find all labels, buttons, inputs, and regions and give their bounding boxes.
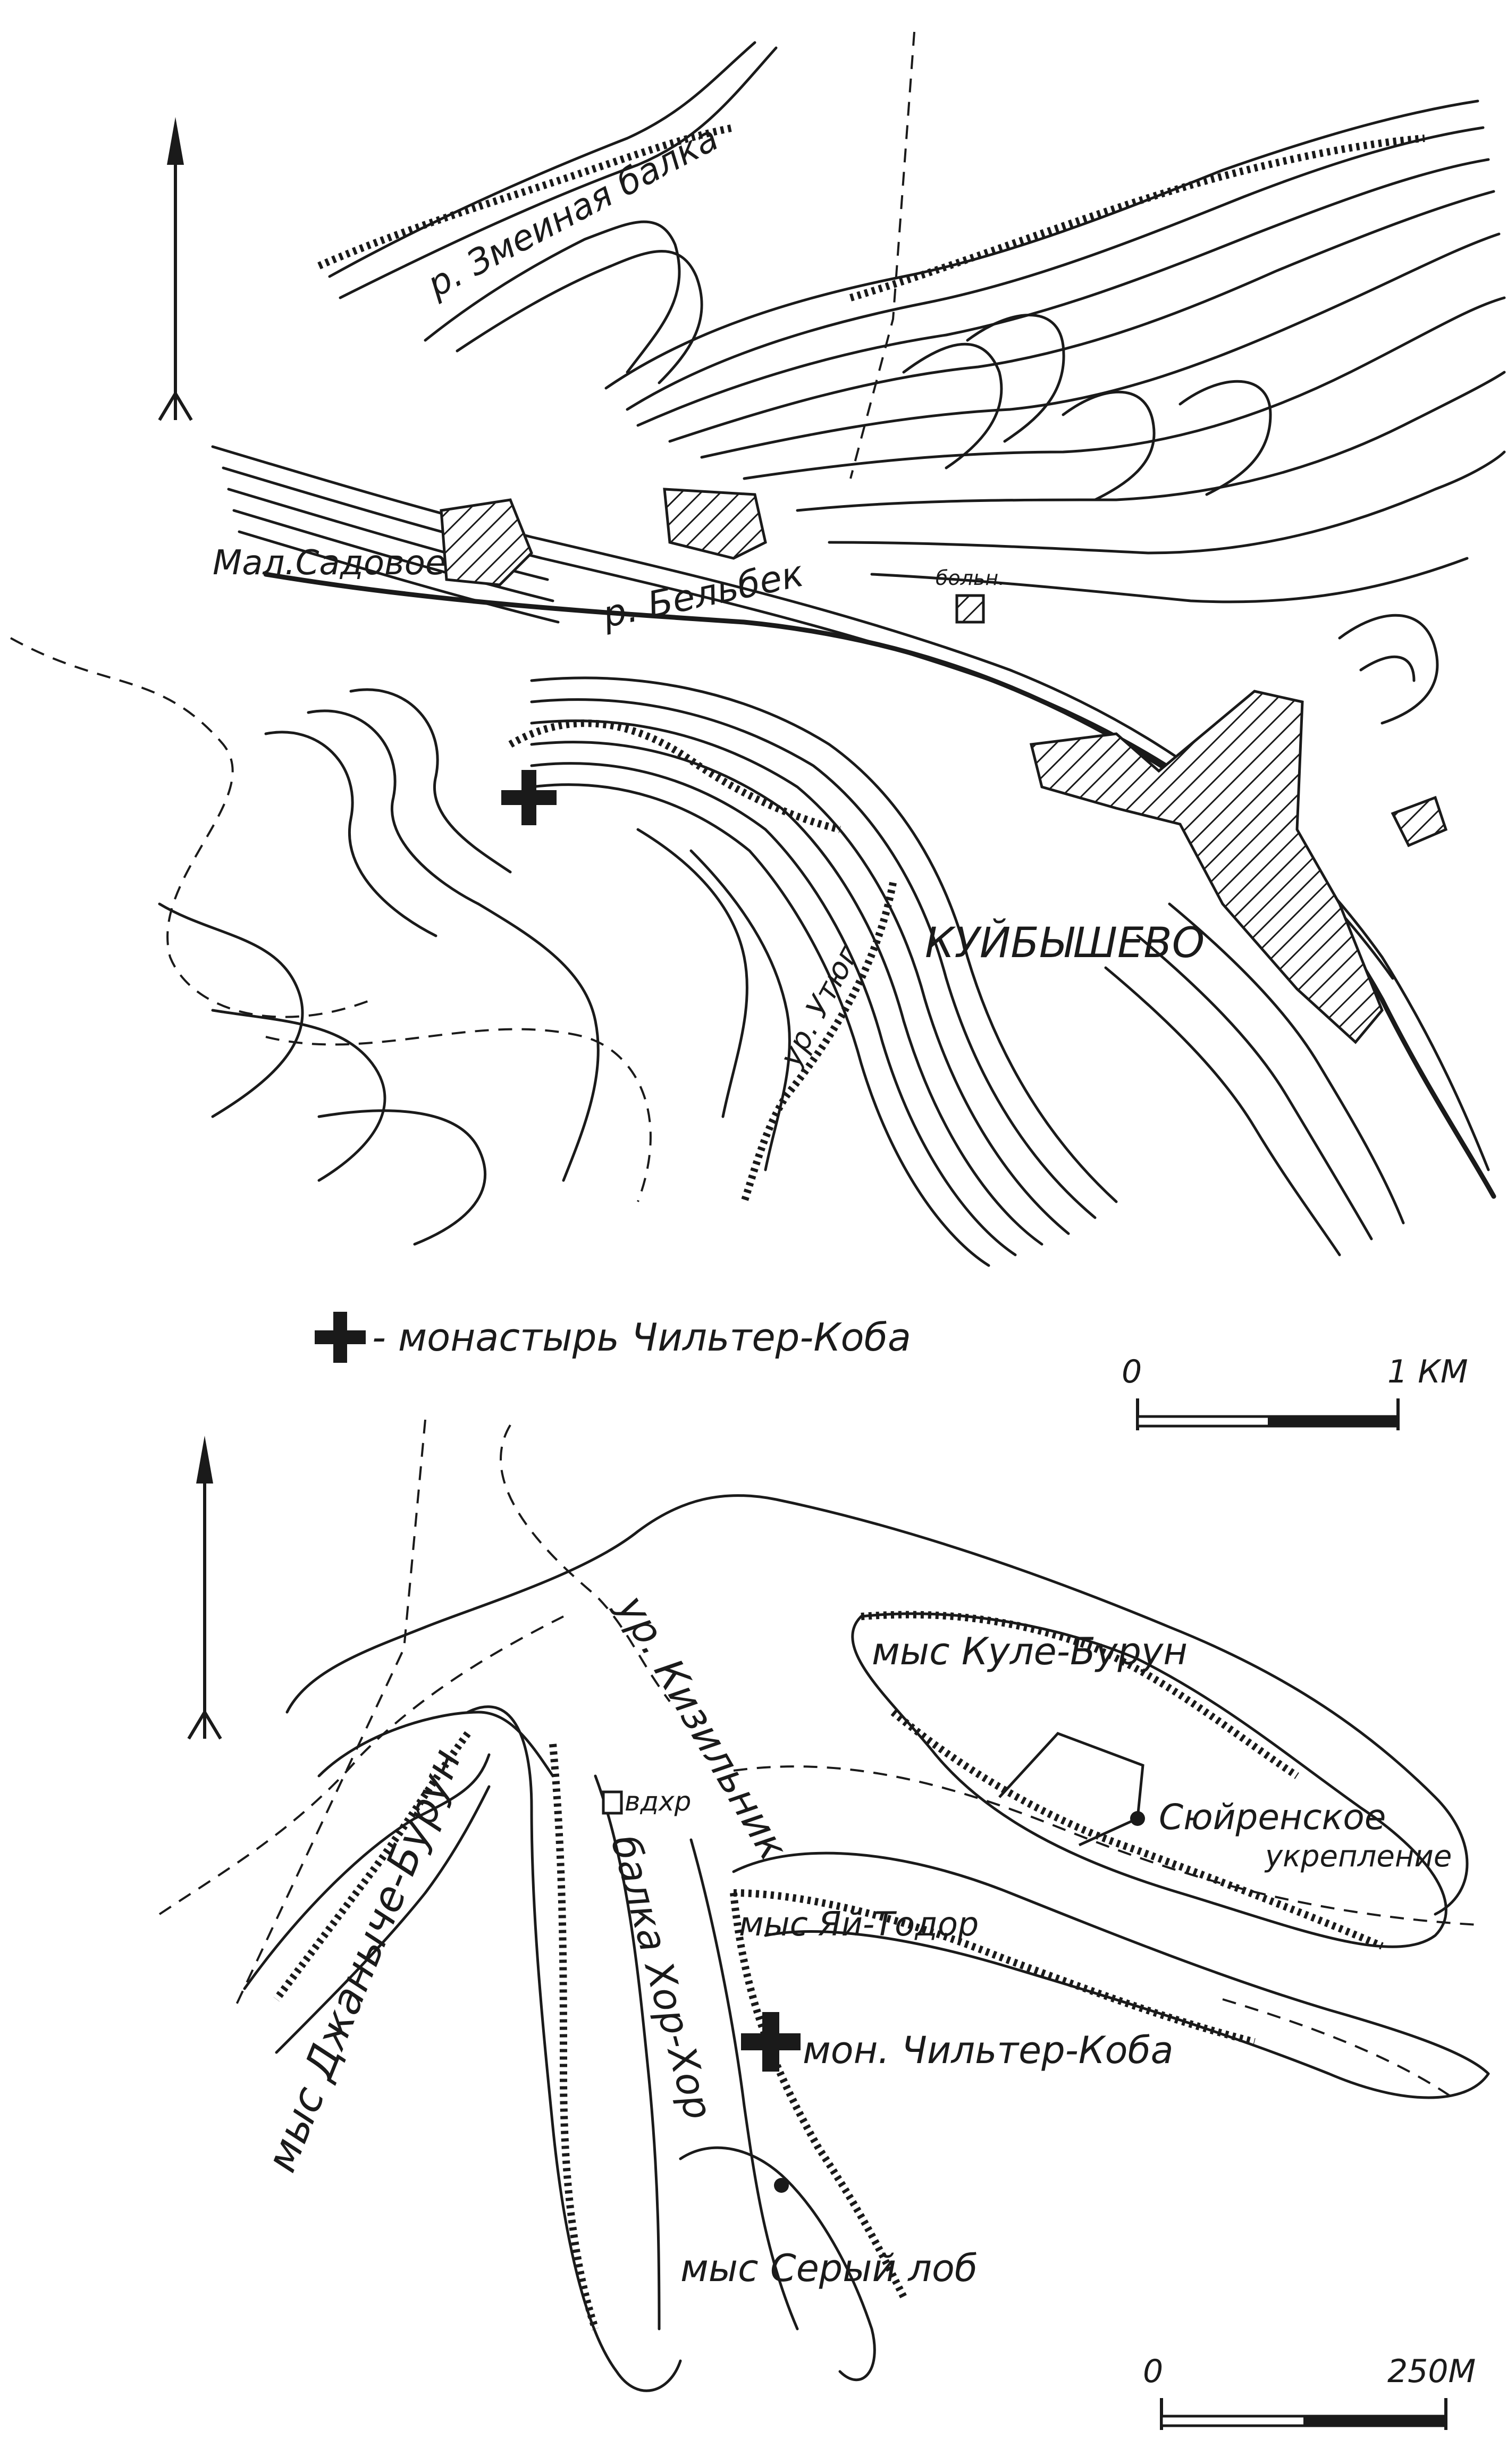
cliff-seryi-lob (730, 1892, 907, 2299)
seryi-lob-point (774, 2178, 789, 2193)
top-contours-north (328, 41, 1506, 604)
monastery-cross-icon (501, 770, 557, 825)
bottom-outer-contour (285, 1494, 1469, 1916)
syuren-fortification (998, 1732, 1145, 1847)
legend-text: - монастырь Чильтер-Коба (372, 1315, 911, 1360)
scale-bottom-zero: 0 (1143, 2353, 1163, 2390)
village-bolnitsa (955, 594, 985, 624)
label-syuren-1: Сюйренское (1159, 1797, 1386, 1838)
cape-dzhanyche-outline (466, 1705, 682, 2392)
cape-seryi-lob-outline (679, 2146, 876, 2382)
bottom-track-east (733, 1765, 1478, 1926)
top-cliff-monastery (508, 719, 841, 833)
north-arrow-icon (158, 117, 193, 421)
label-bolnitsa: больн. (936, 566, 1005, 590)
cliff-kule-burun (861, 1611, 1299, 1779)
village-belbek-center (663, 488, 767, 560)
legend-monastery-icon (315, 1312, 366, 1363)
belbek-river (263, 572, 1496, 1199)
scale-top-max: 1 КМ (1387, 1353, 1468, 1390)
label-chilter-koba: мон. Чильтер-Коба (803, 2029, 1174, 2072)
khor-khor-east (689, 1838, 799, 2331)
top-track-south (265, 1028, 652, 1202)
north-arrow-icon-bottom (187, 1436, 222, 1740)
cliff-kule-burun-south (890, 1709, 1384, 1950)
cape-yai-todor-outline (732, 1851, 1490, 2099)
label-mal-sadovoe: Мал.Садовое (213, 543, 446, 583)
bottom-track-north (233, 1419, 426, 2010)
bottom-track-center (500, 1424, 671, 1703)
reservoir-box (602, 1790, 623, 1815)
top-cliff-ridge (849, 135, 1425, 301)
bottom-track-west (158, 1615, 564, 1915)
top-track-west (10, 637, 373, 1018)
village-kuibyshevo (1029, 690, 1384, 1044)
top-cliff-zmeinaya (317, 124, 735, 270)
top-track-north (849, 31, 915, 479)
label-kizilnik: ур. Кизильник (608, 1587, 796, 1867)
top-map: р. Змеиная балка Мал.Садовое р. Бельбек … (10, 31, 1506, 1430)
cliff-dzhanyche (273, 1731, 471, 2002)
bottom-west-contour (317, 1711, 554, 1778)
khor-khor-ravine (594, 1774, 661, 2331)
top-south-contours (158, 614, 1439, 1267)
scale-bar-top: 0 1 КМ (1122, 1353, 1468, 1430)
bottom-track-south (1222, 1998, 1458, 2101)
label-khor-khor: балка Хор-Хор (603, 1831, 721, 2124)
bottom-far-west-contour (243, 1753, 491, 1990)
top-cliff-utyug (740, 882, 897, 1203)
village-east-small (1391, 795, 1448, 848)
label-yai-todor: мыс Яй-Тодор (739, 1905, 979, 1943)
legend: - монастырь Чильтер-Коба (315, 1312, 911, 1363)
cliff-khor-khor-west (549, 1744, 599, 2331)
label-vdkhr: вдхр (625, 1786, 691, 1817)
label-kule-burun: мыс Куле-Бурун (872, 1630, 1188, 1673)
bottom-southwest-contour (275, 1785, 491, 2054)
cape-kule-burun-outline (851, 1612, 1447, 1948)
label-dzhanyche: мыс Джаныче-Бурун (257, 1742, 470, 2178)
scale-bottom-max: 250М (1387, 2353, 1476, 2390)
bottom-map: ур. Кизильник мыс Куле-Бурун Сюйренское … (158, 1419, 1490, 2430)
label-seryi-lob: мыс Серый лоб (680, 2247, 978, 2290)
scale-bar-bottom: 0 250М (1143, 2353, 1476, 2430)
monastery-cross-icon-bottom (741, 2012, 801, 2072)
scale-top-zero: 0 (1122, 1353, 1142, 1390)
label-kuibyshevo: КУЙБЫШЕВО (925, 918, 1205, 967)
village-mal-sadovoe (440, 498, 533, 586)
label-syuren-2: укрепление (1264, 1839, 1452, 1874)
